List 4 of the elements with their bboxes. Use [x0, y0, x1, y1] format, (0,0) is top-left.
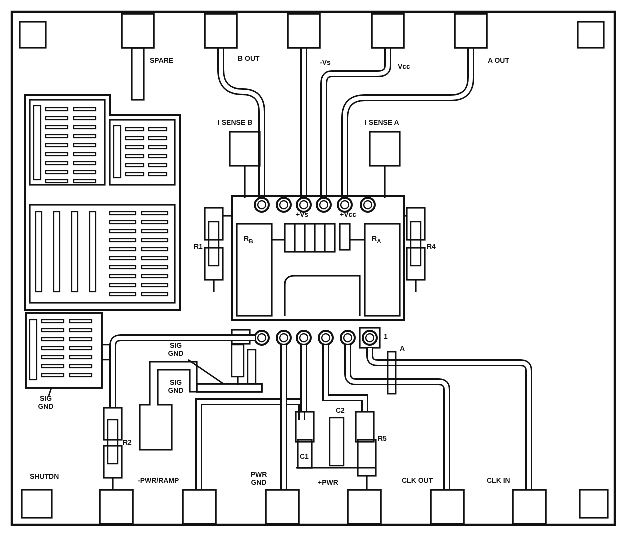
leader-line: [188, 359, 224, 385]
ground-area: [196, 383, 263, 393]
ground-area: [25, 312, 103, 389]
leader-line: [48, 388, 52, 396]
